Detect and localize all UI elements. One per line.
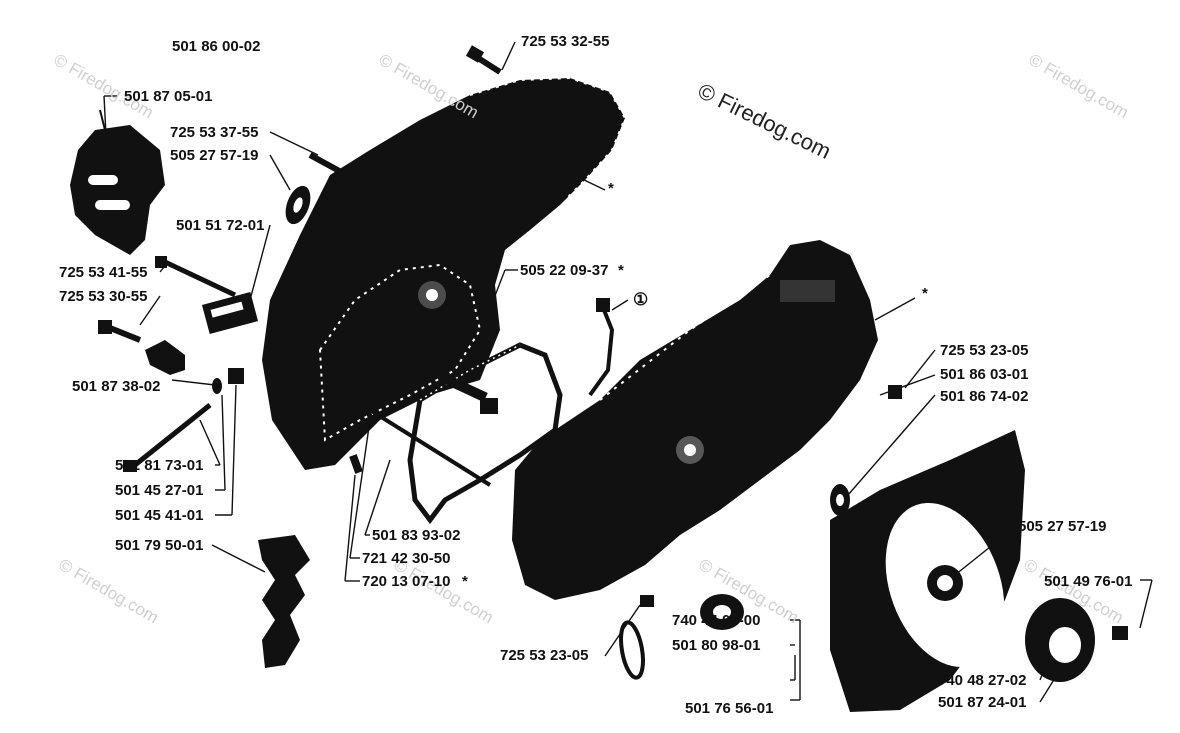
o-ring bbox=[619, 620, 645, 680]
chain-tensioner bbox=[201, 292, 259, 334]
screw-725532305b bbox=[640, 595, 654, 607]
label-725533255: 725 53 32-55 bbox=[521, 33, 610, 50]
label-505220937: 505 22 09-37 bbox=[520, 262, 609, 279]
label-501870501: 501 87 05-01 bbox=[124, 88, 213, 105]
label-725534155: 725 53 41-55 bbox=[59, 264, 148, 281]
label-505275719-b: 505 27 57-19 bbox=[1018, 518, 1107, 535]
label-circle-1: ① bbox=[633, 290, 649, 309]
label-740482702: 740 48 27-02 bbox=[938, 672, 1027, 689]
label-505275719-a: 505 27 57-19 bbox=[170, 147, 259, 164]
label-505220937-mark: * bbox=[618, 262, 624, 279]
nut-washer bbox=[212, 368, 244, 394]
bolt-top bbox=[465, 45, 502, 75]
label-725533055: 725 53 30-55 bbox=[59, 288, 148, 305]
label-star-left-cover: * bbox=[608, 180, 614, 197]
label-501809801: 501 80 98-01 bbox=[672, 637, 761, 654]
oil-pipe bbox=[368, 408, 492, 487]
bolt-long bbox=[155, 256, 237, 298]
label-star-right-cover: * bbox=[922, 285, 928, 302]
label-501817301: 501 81 73-01 bbox=[115, 457, 204, 474]
bolt-gasket bbox=[438, 371, 498, 414]
seal-upper bbox=[285, 185, 311, 225]
label-assembly: 501 86 00-02 bbox=[172, 38, 261, 55]
label-501872401: 501 87 24-01 bbox=[938, 694, 1027, 711]
catcher bbox=[145, 340, 185, 375]
label-501452701: 501 45 27-01 bbox=[115, 482, 204, 499]
label-725532305-b: 725 53 23-05 bbox=[500, 647, 589, 664]
label-720130710: 720 13 07-10 bbox=[362, 573, 451, 590]
label-501860301: 501 86 03-01 bbox=[940, 366, 1029, 383]
pin bbox=[349, 454, 363, 474]
label-725533755: 725 53 37-55 bbox=[170, 124, 259, 141]
label-740440500: 740 44 05-00 bbox=[672, 612, 761, 629]
label-501839302: 501 83 93-02 bbox=[372, 527, 461, 544]
label-721423050: 721 42 30-50 bbox=[362, 550, 451, 567]
label-501517201: 501 51 72-01 bbox=[176, 217, 265, 234]
leader-lines bbox=[103, 41, 1153, 703]
chain-guard bbox=[70, 125, 165, 255]
label-501454101: 501 45 41-01 bbox=[115, 507, 204, 524]
label-720130710-mark: * bbox=[462, 573, 468, 590]
bolt-501817301 bbox=[123, 403, 212, 472]
screw-501497601 bbox=[1112, 626, 1128, 640]
label-501873802: 501 87 38-02 bbox=[72, 378, 161, 395]
crankcase-right bbox=[512, 240, 878, 600]
bolt-725533755 bbox=[308, 152, 367, 188]
bolt-725533055 bbox=[98, 320, 142, 343]
label-501795001: 501 79 50-01 bbox=[115, 537, 204, 554]
bearing-501860301 bbox=[830, 484, 850, 516]
bucking-spike bbox=[258, 535, 310, 668]
label-501765601: 501 76 56-01 bbox=[685, 700, 774, 717]
label-501497601: 501 49 76-01 bbox=[1044, 573, 1133, 590]
label-501867402: 501 86 74-02 bbox=[940, 388, 1029, 405]
label-725532305-a: 725 53 23-05 bbox=[940, 342, 1029, 359]
oil-hose bbox=[588, 298, 615, 397]
